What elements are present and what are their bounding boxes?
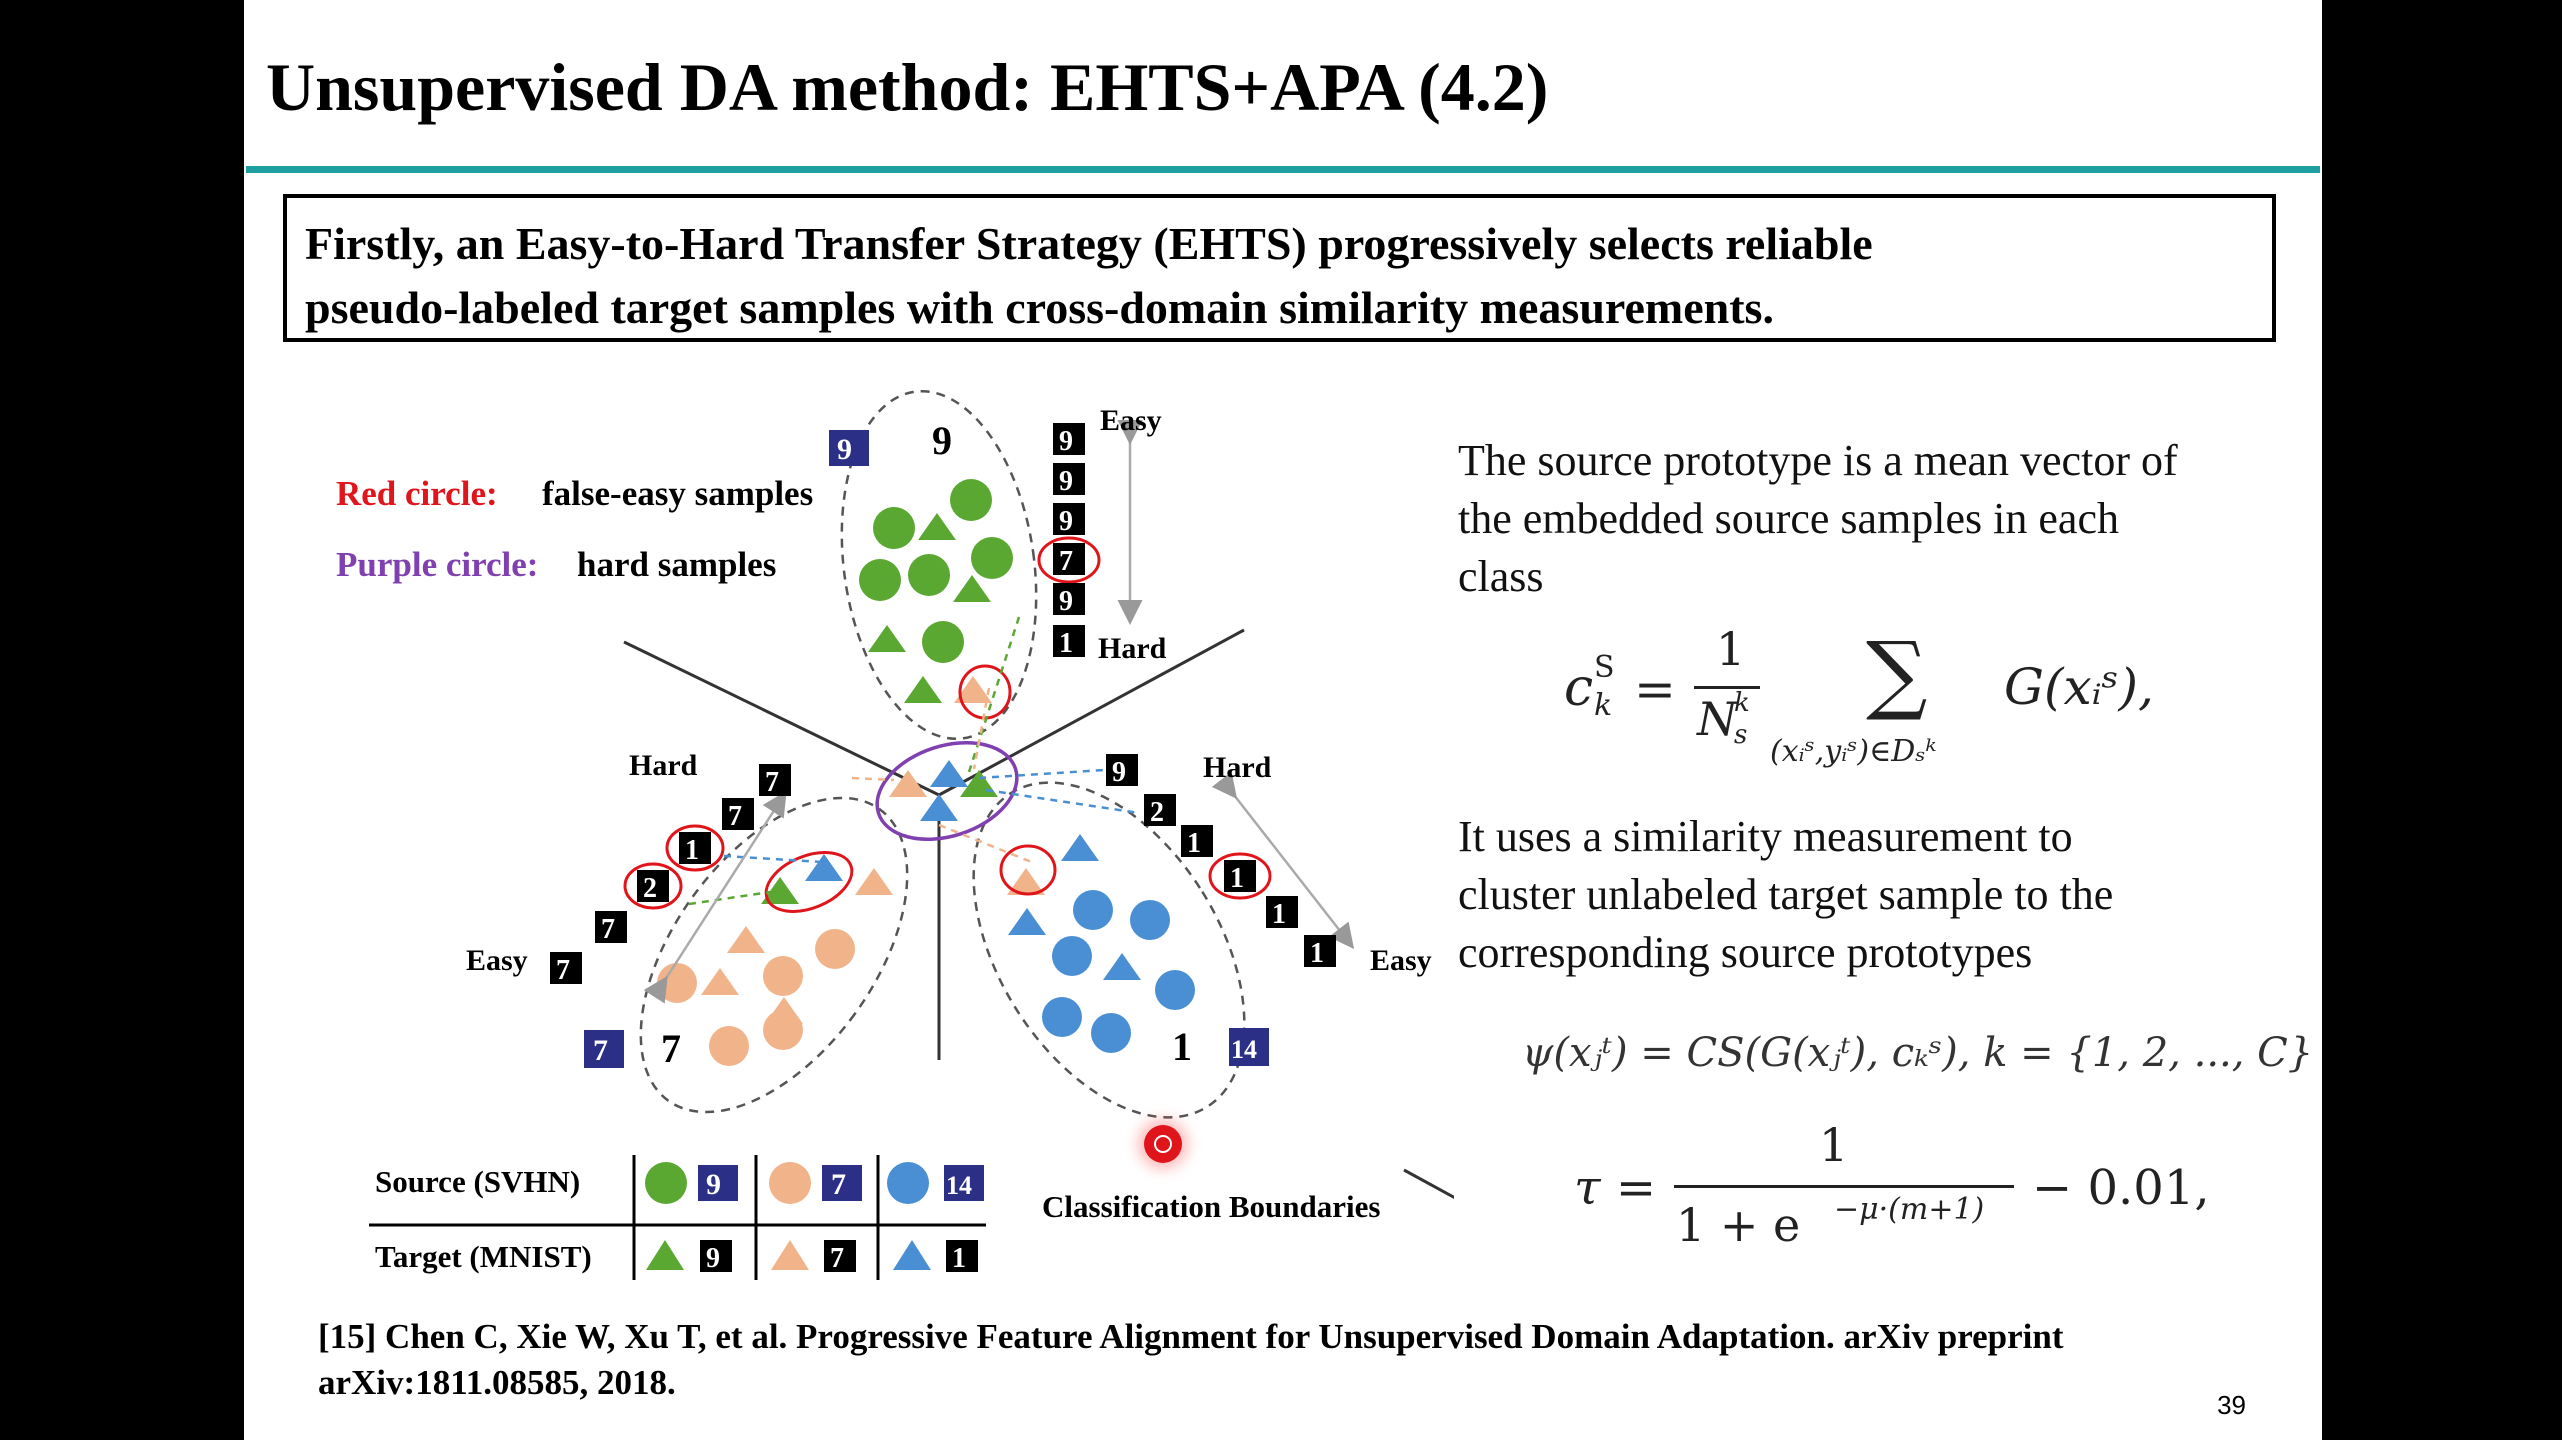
hard-label-left: Hard <box>629 749 698 782</box>
svg-text:14: 14 <box>946 1171 972 1200</box>
boundaries-label: Classification Boundaries <box>1042 1189 1380 1224</box>
cluster-7-points <box>657 851 893 1066</box>
svg-text:14: 14 <box>1231 1035 1257 1064</box>
prototype-desc-line-1: The source prototype is a mean vector of <box>1458 436 2178 485</box>
svg-text:9: 9 <box>837 433 852 466</box>
svg-text:7: 7 <box>556 955 570 986</box>
slide-title: Unsupervised DA method: EHTS+APA (4.2) <box>266 49 1549 125</box>
hard-label-top: Hard <box>1098 632 1167 665</box>
mnist-tiles-top: 9 9 9 7 9 1 <box>1037 423 1101 659</box>
cluster-9 <box>840 389 1038 741</box>
source-target-legend: Source (SVHN) Target (MNIST) 9 7 14 9 7 … <box>369 1155 986 1280</box>
easy-label-left: Easy <box>466 944 528 977</box>
legend-purple-label: Purple circle: <box>336 545 538 584</box>
cluster-9-label: 9 <box>932 418 952 463</box>
legend-red-text: false-easy samples <box>542 474 813 513</box>
mnist-tiles-right: 9 2 1 1 1 1 <box>1106 754 1336 969</box>
easy-label-right: Easy <box>1370 944 1432 977</box>
svg-text:1: 1 <box>952 1243 966 1274</box>
easy-hard-arrow-right <box>1211 771 1355 949</box>
reference: [15] Chen C, Xie W, Xu T, et al. Progres… <box>318 1314 2064 1406</box>
svg-text:2: 2 <box>1150 797 1164 828</box>
cluster-7-label: 7 <box>661 1026 681 1071</box>
svg-text:9: 9 <box>1059 506 1073 537</box>
legend-purple-text: hard samples <box>577 545 776 584</box>
intro-box: Firstly, an Easy-to-Hard Transfer Strate… <box>283 194 2276 342</box>
mnist-tiles-left: 7 7 1 2 7 7 <box>550 764 791 986</box>
intro-line-2: pseudo-labeled target samples with cross… <box>305 282 1774 333</box>
svg-text:9: 9 <box>1059 466 1073 497</box>
legend-target: Target (MNIST) <box>375 1239 592 1274</box>
boundary-right <box>938 628 1245 797</box>
svg-text:9: 9 <box>706 1168 721 1201</box>
svg-text:9: 9 <box>1059 586 1073 617</box>
page-number: 39 <box>2217 1390 2246 1420</box>
prototype-desc-line-2: the embedded source samples in each <box>1458 494 2119 543</box>
ehts-diagram: 9 7 <box>336 389 1454 1280</box>
boundary-left <box>623 640 940 797</box>
svg-text:7: 7 <box>830 1243 844 1274</box>
hard-samples-center <box>875 741 1019 841</box>
center-points <box>889 760 998 821</box>
boundaries-symbol <box>1403 1168 1454 1199</box>
svg-text:2: 2 <box>643 873 657 904</box>
svg-text:7: 7 <box>601 914 615 945</box>
easy-label-top: Easy <box>1100 404 1162 437</box>
svg-text:1: 1 <box>1187 828 1201 859</box>
svg-text:1: 1 <box>1272 899 1286 930</box>
prototype-desc-line-3: class <box>1458 552 1544 601</box>
svg-text:9: 9 <box>706 1243 720 1274</box>
laser-pointer-cursor <box>1144 1125 1182 1163</box>
similarity-description: It uses a similarity measurement to clus… <box>1458 808 2113 982</box>
svg-text:7: 7 <box>593 1034 608 1067</box>
prototype-equation: c S k = 1 N k s ∑ (xᵢˢ,yᵢˢ)∈Dₛᵏ G(xᵢˢ), <box>1564 622 2154 769</box>
svg-text:1: 1 <box>1310 938 1324 969</box>
similarity-desc-line-2: cluster unlabeled target sample to the <box>1458 870 2114 919</box>
similarity-equation: ψ(xⱼᵗ) = CS(G(xⱼᵗ), cₖˢ), k = {1, 2, ...… <box>1522 1030 2314 1076</box>
svg-text:9: 9 <box>1112 757 1126 788</box>
svg-text:9: 9 <box>1059 426 1073 457</box>
svg-text:1: 1 <box>685 835 699 866</box>
legend-source: Source (SVHN) <box>375 1164 580 1199</box>
tau-equation: τ = 1 1 + e −μ·(m+1) − 0.01, <box>1574 1118 2210 1252</box>
similarity-desc-line-1: It uses a similarity measurement to <box>1458 812 2073 861</box>
intro-line-1: Firstly, an Easy-to-Hard Transfer Strate… <box>305 218 1873 269</box>
title-divider <box>246 166 2320 173</box>
slide: Unsupervised DA method: EHTS+APA (4.2) F… <box>244 0 2322 1440</box>
cluster-1-label: 1 <box>1172 1024 1192 1069</box>
svg-text:7: 7 <box>831 1168 846 1201</box>
svg-text:7: 7 <box>765 767 779 798</box>
legend-red-label: Red circle: <box>336 474 498 513</box>
reference-line-1: [15] Chen C, Xie W, Xu T, et al. Progres… <box>318 1317 2064 1356</box>
svg-text:1: 1 <box>1059 628 1073 659</box>
hard-label-right: Hard <box>1203 751 1272 784</box>
prototype-description: The source prototype is a mean vector of… <box>1458 432 2178 606</box>
reference-line-2: arXiv:1811.08585, 2018. <box>318 1363 676 1402</box>
svhn-tiles: 9 7 14 <box>584 430 1269 1068</box>
cluster-9-points <box>859 479 1013 720</box>
svg-text:7: 7 <box>728 801 742 832</box>
cluster-1-points <box>999 834 1195 1053</box>
easy-hard-arrow-left <box>643 790 787 1004</box>
svg-text:7: 7 <box>1059 546 1073 577</box>
cluster-1 <box>972 781 1246 1119</box>
similarity-desc-line-3: corresponding source prototypes <box>1458 928 2033 977</box>
svg-text:1: 1 <box>1230 863 1244 894</box>
